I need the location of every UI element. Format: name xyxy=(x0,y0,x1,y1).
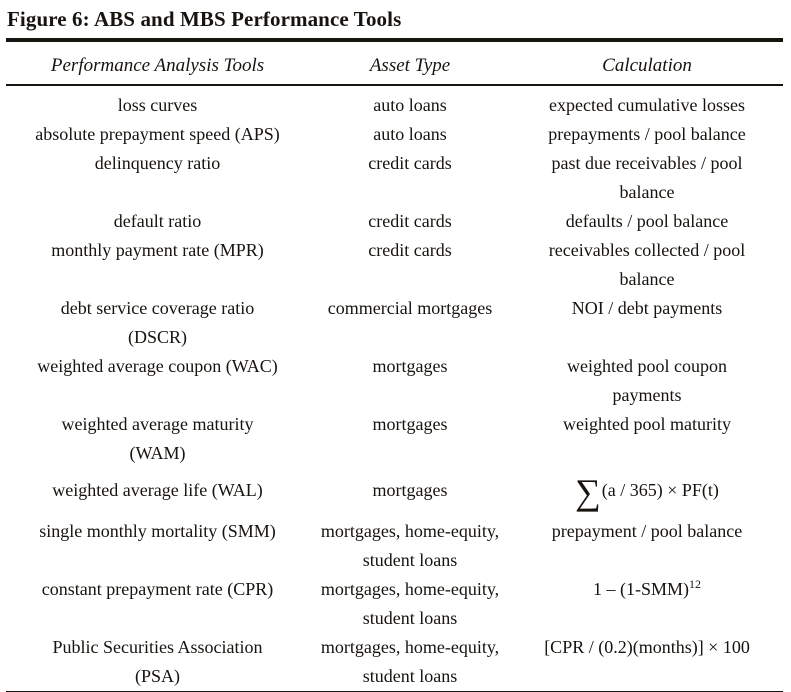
asset-cell: credit cards xyxy=(368,211,452,232)
header-performance-analysis-tools: Performance Analysis Tools xyxy=(6,43,310,87)
calc-cell: expected cumulative losses xyxy=(549,95,745,116)
tool-cell: debt service coverage ratio (DSCR) xyxy=(60,298,255,348)
tool-cell: Public Securities Association (PSA) xyxy=(52,637,263,687)
table-row: Public Securities Association (PSA) mortg… xyxy=(6,633,783,692)
tool-cell: delinquency ratio xyxy=(94,153,221,174)
header-asset-type: Asset Type xyxy=(309,43,512,87)
tool-cell: absolute prepayment speed (APS) xyxy=(35,124,280,145)
asset-cell: mortgages xyxy=(372,414,448,435)
performance-tools-table: Performance Analysis Tools Asset Type Ca… xyxy=(6,43,783,692)
tool-cell: monthly payment rate (MPR) xyxy=(51,240,264,261)
asset-cell: mortgages, home-equity, student loans xyxy=(320,579,500,629)
table-row: constant prepayment rate (CPR) mortgages,… xyxy=(6,575,783,633)
formula-text: 1 – (1-SMM) xyxy=(593,579,690,600)
table-body: loss curves auto loans expected cumulative… xyxy=(6,85,783,692)
tool-cell: default ratio xyxy=(113,211,202,232)
tool-cell: weighted average life (WAL) xyxy=(52,480,263,501)
calc-cell: weighted pool maturity xyxy=(563,414,731,435)
tool-cell: weighted average coupon (WAC) xyxy=(37,356,278,377)
table-row: delinquency ratio credit cards past due re… xyxy=(6,149,783,207)
asset-cell: mortgages xyxy=(372,356,448,377)
formula-text: (a / 365) × PF(t) xyxy=(601,480,719,501)
tool-cell: loss curves xyxy=(117,95,198,116)
summation-icon: ∑ xyxy=(575,472,601,513)
table-row: single monthly mortality (SMM) mortgages,… xyxy=(6,517,783,575)
tool-cell: single monthly mortality (SMM) xyxy=(39,521,276,542)
figure-title: Figure 6: ABS and MBS Performance Tools xyxy=(7,7,402,31)
calc-cell: past due receivables / pool balance xyxy=(551,153,743,203)
table-row: default ratio credit cards defaults / pool… xyxy=(6,207,783,236)
asset-cell: mortgages, home-equity, student loans xyxy=(320,521,500,571)
tool-cell: constant prepayment rate (CPR) xyxy=(41,579,274,600)
calc-cell: weighted pool coupon payments xyxy=(567,356,727,406)
table-row: weighted average life (WAL) mortgages ∑(a … xyxy=(6,468,783,517)
table-row: weighted average coupon (WAC) mortgages we… xyxy=(6,352,783,410)
table-row: loss curves auto loans expected cumulative… xyxy=(6,85,783,120)
table-row: debt service coverage ratio (DSCR) commer… xyxy=(6,294,783,352)
tool-cell: weighted average maturity (WAM) xyxy=(61,414,254,464)
asset-cell: credit cards xyxy=(368,153,452,174)
asset-cell: mortgages xyxy=(372,480,448,501)
table-row: weighted average maturity (WAM) mortgages… xyxy=(6,410,783,468)
calc-cell: NOI / debt payments xyxy=(571,298,723,319)
asset-cell: commercial mortgages xyxy=(327,298,493,319)
formula-exponent: 12 xyxy=(689,577,702,592)
header-calculation: Calculation xyxy=(511,43,783,87)
table-row: absolute prepayment speed (APS) auto loan… xyxy=(6,120,783,149)
calc-cell: ∑(a / 365) × PF(t) xyxy=(511,468,783,517)
calc-cell: prepayment / pool balance xyxy=(551,521,743,542)
table-header-row: Performance Analysis Tools Asset Type Ca… xyxy=(6,43,783,87)
calc-cell: 1 – (1-SMM)12 xyxy=(511,575,783,633)
asset-cell: auto loans xyxy=(373,95,447,116)
calc-cell: defaults / pool balance xyxy=(565,211,729,232)
calc-cell: prepayments / pool balance xyxy=(548,124,746,145)
calc-cell: [CPR / (0.2)(months)] × 100 xyxy=(544,637,750,658)
calc-cell: receivables collected / pool balance xyxy=(548,240,746,290)
asset-cell: mortgages, home-equity, student loans xyxy=(320,637,500,687)
table-row: monthly payment rate (MPR) credit cards re… xyxy=(6,236,783,294)
title-rule xyxy=(6,38,783,43)
asset-cell: auto loans xyxy=(373,124,447,145)
asset-cell: credit cards xyxy=(368,240,452,261)
